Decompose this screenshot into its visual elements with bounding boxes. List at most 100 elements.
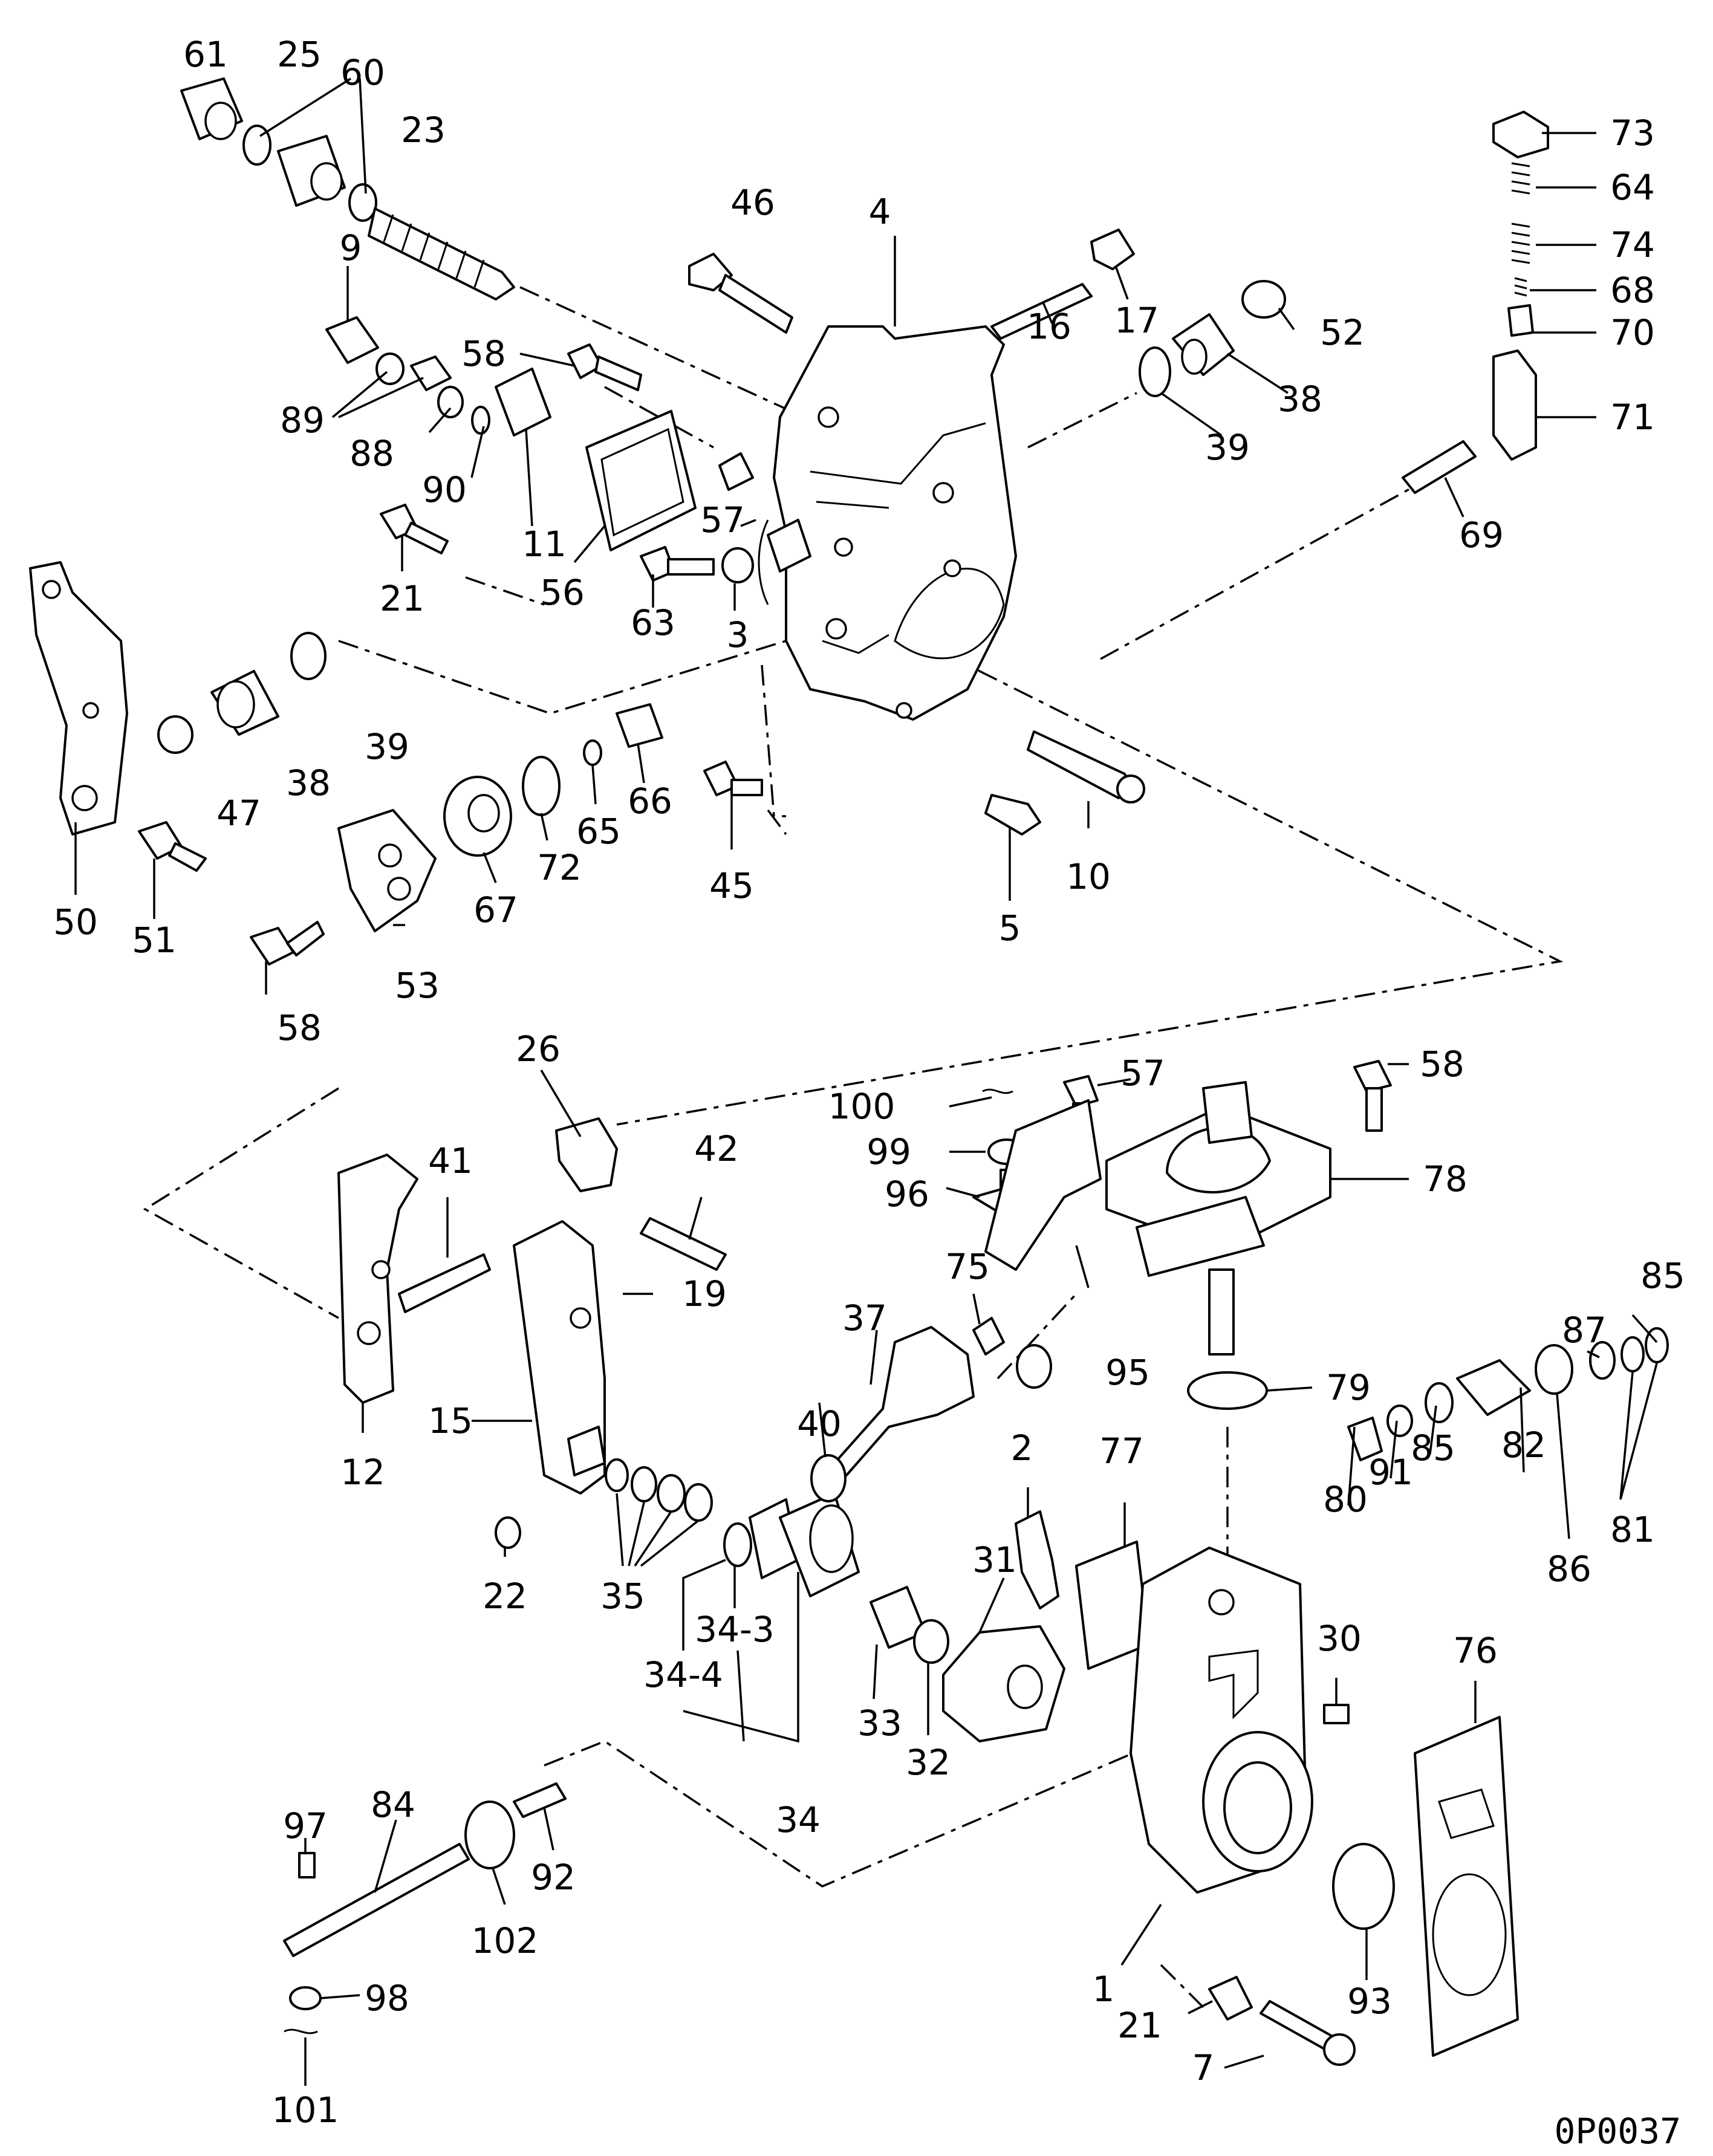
callout-40: 40 — [797, 1403, 842, 1444]
callout-89: 89 — [280, 400, 325, 441]
callout-58-upper: 58 — [461, 333, 506, 374]
callout-26: 26 — [516, 1028, 561, 1070]
governor-housing-part-4 — [758, 325, 1017, 721]
callout-35: 35 — [600, 1576, 645, 1617]
callout-22: 22 — [483, 1576, 527, 1617]
callout-61: 61 — [183, 34, 228, 75]
callout-37: 37 — [842, 1297, 887, 1339]
callout-58-right: 58 — [1420, 1044, 1464, 1085]
callout-57-lower: 57 — [1120, 1053, 1165, 1094]
callout-97: 97 — [283, 1805, 328, 1846]
assembly-dashed-lines — [143, 286, 1564, 2008]
callout-102: 102 — [472, 1920, 539, 1961]
callout-23: 23 — [401, 109, 446, 151]
callout-67: 67 — [473, 889, 518, 930]
callout-34-4: 34-4 — [643, 1654, 723, 1695]
callout-52: 52 — [1320, 312, 1365, 353]
callout-51: 51 — [132, 920, 177, 961]
callout-34-3: 34-3 — [695, 1609, 775, 1650]
bottom-left-shaft — [283, 1782, 567, 2034]
callout-53: 53 — [395, 965, 440, 1006]
callout-38-lower: 38 — [286, 762, 331, 804]
callout-3: 63 — [631, 602, 675, 643]
callout-72: 72 — [537, 847, 582, 888]
callout-98: 98 — [365, 1978, 409, 2019]
callout-33: 33 — [857, 1703, 902, 1744]
callout-16: 16 — [1027, 306, 1071, 347]
callout-70: 70 — [1610, 312, 1655, 353]
callout-92: 92 — [531, 1857, 576, 1898]
callout-2: 2 — [1011, 1427, 1033, 1469]
callout-88: 88 — [349, 433, 394, 474]
callout-101: 101 — [272, 2089, 339, 2131]
callout-34: 34 — [776, 1799, 821, 1840]
callout-64: 64 — [1610, 167, 1655, 208]
callout-9: 9 — [340, 227, 362, 268]
callout-21-lower: 21 — [1117, 2005, 1162, 2046]
callout-85-left: 85 — [1411, 1427, 1455, 1469]
lower-right-assembly — [810, 1060, 1669, 2066]
callout-42: 42 — [694, 1128, 739, 1169]
callout-7: 7 — [1192, 2047, 1215, 2088]
callout-45: 45 — [709, 865, 754, 906]
callout-77: 77 — [1099, 1430, 1144, 1472]
callout-95: 95 — [1105, 1352, 1150, 1393]
callout-69: 69 — [1459, 515, 1504, 556]
callout-63: 57 — [700, 499, 745, 541]
callout-32: 32 — [906, 1742, 951, 1783]
callout-71: 71 — [1610, 397, 1655, 438]
callout-21-upper: 3 — [727, 614, 749, 655]
callout-31: 31 — [972, 1539, 1017, 1580]
leader-lines — [74, 77, 1658, 2086]
callout-58-lower: 58 — [277, 1007, 322, 1048]
callout-96: 96 — [885, 1174, 929, 1215]
callout-81: 81 — [1610, 1509, 1655, 1550]
callout-46: 46 — [730, 182, 775, 223]
callout-10: 10 — [1066, 856, 1111, 897]
callout-56: 56 — [540, 572, 585, 613]
callout-15: 15 — [428, 1400, 473, 1441]
callout-79: 79 — [1326, 1367, 1371, 1408]
callout-57-upper: 21 — [380, 578, 424, 619]
callout-99: 99 — [866, 1131, 911, 1172]
callout-90: 90 — [422, 469, 467, 510]
callout-47: 47 — [216, 793, 261, 834]
callout-100: 100 — [828, 1086, 896, 1127]
callout-75: 75 — [945, 1246, 990, 1287]
callout-73: 73 — [1610, 112, 1655, 154]
callout-91: 91 — [1368, 1452, 1413, 1493]
upper-right-parts — [1402, 111, 1549, 494]
callout-66: 66 — [628, 781, 672, 822]
callout-39-upper: 39 — [1205, 427, 1250, 468]
callout-85-right: 85 — [1640, 1255, 1685, 1296]
callout-93: 93 — [1347, 1981, 1392, 2022]
callout-86: 86 — [1547, 1548, 1591, 1589]
callout-30: 30 — [1317, 1618, 1362, 1659]
callout-87: 87 — [1562, 1310, 1607, 1351]
callout-4: 4 — [869, 191, 891, 232]
lower-left-levers — [337, 1117, 1065, 1742]
callout-78: 78 — [1423, 1158, 1468, 1200]
callout-19: 19 — [682, 1273, 727, 1314]
callout-38-upper: 38 — [1278, 378, 1322, 420]
callout-25: 25 — [277, 34, 322, 75]
callout-80: 80 — [1323, 1479, 1368, 1520]
callout-65: 65 — [576, 811, 621, 852]
callout-68: 68 — [1610, 270, 1655, 311]
callout-74: 74 — [1610, 224, 1655, 265]
diagram-code: 0P0037 — [1554, 2111, 1681, 2152]
callout-12: 12 — [340, 1452, 385, 1493]
left-middle-parts — [29, 561, 1145, 966]
callout-76: 76 — [1453, 1630, 1498, 1671]
callout-50: 50 — [53, 901, 98, 943]
callout-5: 5 — [999, 908, 1021, 949]
callout-1: 1 — [1093, 1969, 1115, 2010]
callout-60: 60 — [340, 52, 385, 93]
callout-84: 84 — [371, 1784, 415, 1825]
callout-17: 17 — [1114, 300, 1159, 341]
upper-left-parts — [180, 77, 1286, 583]
callout-39-lower: 39 — [365, 726, 409, 767]
callout-labels: 61 25 60 23 9 46 4 16 17 52 38 39 73 64 … — [53, 34, 1685, 2131]
callout-41: 41 — [428, 1140, 473, 1181]
